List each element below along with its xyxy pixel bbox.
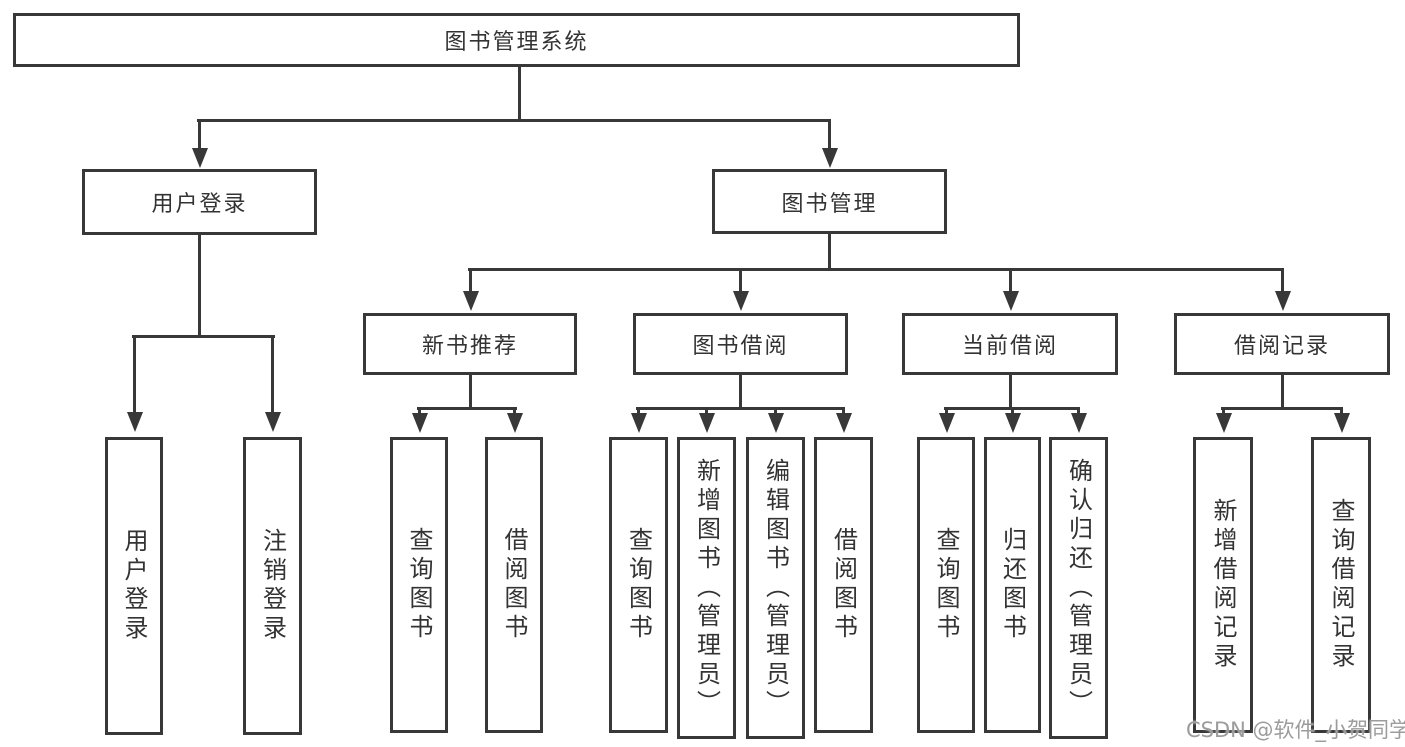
node-label: 用户登录 (120, 528, 148, 644)
node-bb-query-books: 查询图书 (609, 437, 668, 733)
connector-drop-login (126, 335, 143, 432)
connector-drop-book-borrow (732, 268, 749, 311)
arrowhead-user-login (191, 148, 208, 168)
node-library-management-system: 图书管理系统 (13, 13, 1020, 67)
csdn-watermark: CSDN @软件_小贺同学 (1186, 718, 1405, 742)
arrowhead-cb-query (938, 413, 955, 433)
node-new-book-recommend: 新书推荐 (363, 313, 577, 375)
connector-drop-cb-confirm (1070, 407, 1087, 433)
connector-book-management-crossbar (468, 268, 1284, 271)
node-label: 新增图书（管理员） (692, 457, 721, 719)
node-label: 编辑图书（管理员） (761, 457, 790, 719)
node-book-borrow: 图书借阅 (633, 313, 848, 375)
connector-drop-nbr-query (411, 407, 428, 433)
connector-drop-nbr-borrow (506, 407, 523, 433)
node-label: 借阅记录 (1233, 334, 1330, 359)
arrowhead-nbr-query (411, 413, 428, 433)
arrowhead-new-book-recommend (462, 291, 479, 311)
connector-drop-bb-add (698, 407, 715, 433)
arrowhead-bb-add (698, 413, 715, 433)
connector-drop-cb-return (1004, 407, 1021, 433)
node-label: 新书推荐 (421, 334, 518, 359)
node-nbr-borrow-books: 借阅图书 (485, 437, 543, 733)
node-label: 确认归还（管理员） (1064, 457, 1093, 719)
node-book-management-module: 图书管理 (712, 169, 947, 234)
connector-user-login-crossbar (132, 335, 275, 338)
connector-drop-bb-borrow (835, 407, 852, 433)
arrowhead-book-borrow (732, 291, 749, 311)
connector-borrow-records-stem (1281, 375, 1284, 410)
connector-current-borrow-stem (1009, 375, 1012, 410)
node-label: 图书管理系统 (444, 30, 589, 55)
node-label: 查询图书 (932, 527, 960, 643)
node-nbr-query-books: 查询图书 (390, 437, 448, 733)
node-label: 新增借阅记录 (1209, 498, 1237, 672)
node-label: 当前借阅 (961, 334, 1058, 359)
connector-borrow-records-crossbar (1221, 407, 1343, 410)
node-bb-borrow-books: 借阅图书 (814, 437, 873, 733)
connector-drop-book-management (821, 119, 838, 168)
arrowhead-login (126, 412, 143, 432)
node-borrow-records: 借阅记录 (1174, 313, 1390, 375)
node-bb-edit-books-admin: 编辑图书（管理员） (746, 437, 805, 739)
arrowhead-book-management (821, 148, 838, 168)
node-label: 图书管理 (781, 191, 878, 217)
arrowhead-nbr-borrow (506, 413, 523, 433)
arrowhead-bb-borrow (835, 413, 852, 433)
connector-root-stem (518, 67, 521, 121)
node-user-login-module: 用户登录 (82, 169, 317, 235)
connector-drop-bb-query (630, 407, 647, 433)
arrowhead-current-borrow (1002, 291, 1019, 311)
arrowhead-br-add (1215, 413, 1232, 433)
node-br-add-record: 新增借阅记录 (1193, 437, 1253, 733)
node-label: 借阅图书 (500, 527, 528, 643)
arrowhead-borrow-records (1274, 291, 1291, 311)
arrowhead-cb-confirm (1070, 413, 1087, 433)
node-label: 归还图书 (998, 527, 1027, 643)
arrowhead-bb-edit (767, 413, 784, 433)
connector-drop-new-book-recommend (462, 268, 479, 311)
node-cb-confirm-return-admin: 确认归还（管理员） (1049, 437, 1108, 739)
node-label: 借阅图书 (829, 527, 858, 643)
node-bb-add-books-admin: 新增图书（管理员） (677, 437, 736, 739)
node-current-borrow: 当前借阅 (902, 313, 1118, 375)
node-label: 用户登录 (151, 192, 248, 217)
arrowhead-bb-query (630, 413, 647, 433)
connector-book-borrow-crossbar (636, 407, 845, 410)
connector-drop-br-add (1215, 407, 1232, 433)
node-label: 查询借阅记录 (1327, 498, 1355, 672)
connector-drop-user-login (191, 119, 208, 168)
node-label: 查询图书 (624, 527, 653, 643)
connector-drop-br-query (1333, 407, 1350, 433)
node-cb-return-books: 归还图书 (984, 437, 1041, 733)
connector-drop-borrow-records (1274, 268, 1291, 311)
arrowhead-logout (264, 412, 281, 432)
connector-drop-cb-query (938, 407, 955, 433)
arrowhead-cb-return (1004, 413, 1021, 433)
node-br-query-record: 查询借阅记录 (1311, 437, 1371, 733)
connector-user-login-stem (198, 235, 201, 337)
connector-drop-current-borrow (1002, 268, 1019, 311)
connector-drop-logout (264, 335, 281, 432)
node-cb-query-books: 查询图书 (917, 437, 975, 733)
connector-new-book-crossbar (417, 407, 517, 410)
connector-root-crossbar (197, 119, 831, 122)
node-login: 用户登录 (105, 437, 163, 735)
connector-drop-bb-edit (767, 407, 784, 433)
connector-book-borrow-stem (739, 375, 742, 410)
node-label: 查询图书 (405, 527, 433, 643)
node-logout: 注销登录 (243, 437, 302, 735)
connector-new-book-stem (469, 375, 472, 410)
node-label: 图书借阅 (692, 334, 789, 359)
node-label: 注销登录 (258, 528, 287, 644)
arrowhead-br-query (1333, 413, 1350, 433)
connector-book-management-stem (828, 234, 831, 271)
